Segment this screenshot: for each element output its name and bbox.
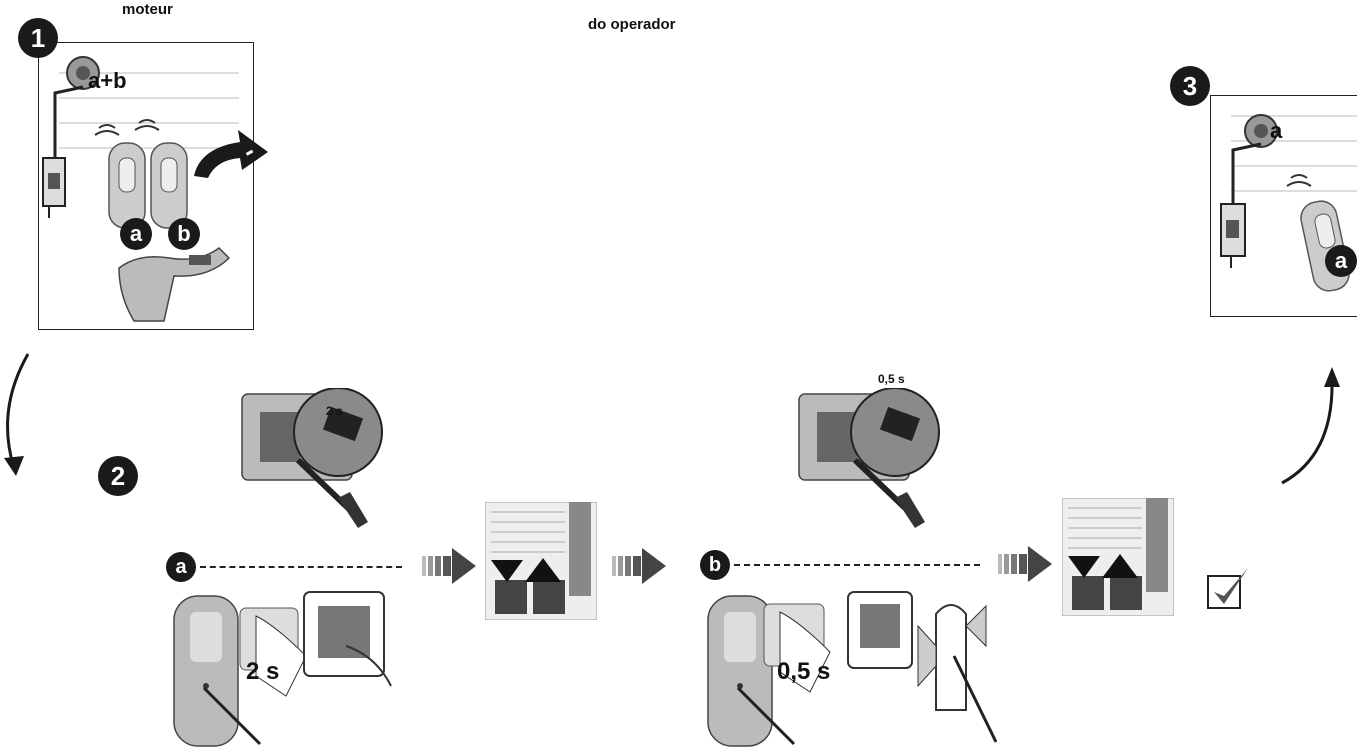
motor-single-remote-illustration [1211, 96, 1357, 316]
motor-install-illustration [39, 43, 253, 329]
caption-center: do operador [588, 17, 676, 32]
step1-number-badge: 1 [18, 18, 58, 58]
row-b-press-duration: 0,5 s [777, 658, 830, 686]
curved-arrow-icon [1280, 365, 1340, 490]
step3-number-badge: 3 [1170, 66, 1210, 106]
row-b-label: b [700, 550, 730, 580]
shutter-window-illustration [1062, 498, 1174, 616]
step3-panel [1210, 95, 1357, 317]
step1-panel [38, 42, 254, 330]
checkmark-icon [1206, 566, 1252, 612]
row-b-zoom-duration: 0,5 s [878, 372, 905, 386]
step1-remote-b-label: b [168, 218, 200, 250]
row-b-dashed-line [734, 564, 980, 566]
step3-remote-label: a [1325, 245, 1357, 277]
receiver-prog-zoom-illustration [238, 388, 388, 538]
step2-number-badge: 2 [98, 456, 138, 496]
curved-arrow-icon [190, 128, 270, 180]
receiver-prog-zoom-illustration [795, 388, 945, 538]
row-b-remote-illustration [704, 586, 1014, 749]
row-a-remote-illustration [170, 586, 400, 749]
step1-pair-label: a+b [88, 68, 127, 94]
step3-label: a [1270, 118, 1282, 144]
step1-remote-a-label: a [120, 218, 152, 250]
row-a-dashed-line [200, 566, 402, 568]
arrow-right-icon [998, 546, 1054, 582]
arrow-right-icon [612, 548, 668, 584]
row-a-label: a [166, 552, 196, 582]
arrow-right-icon [422, 548, 478, 584]
row-a-zoom-duration: 2 s [326, 404, 343, 418]
curved-arrow-icon [0, 350, 40, 480]
shutter-window-illustration [485, 502, 597, 620]
row-a-press-duration: 2 s [246, 658, 279, 686]
caption-left: moteur [122, 2, 173, 17]
